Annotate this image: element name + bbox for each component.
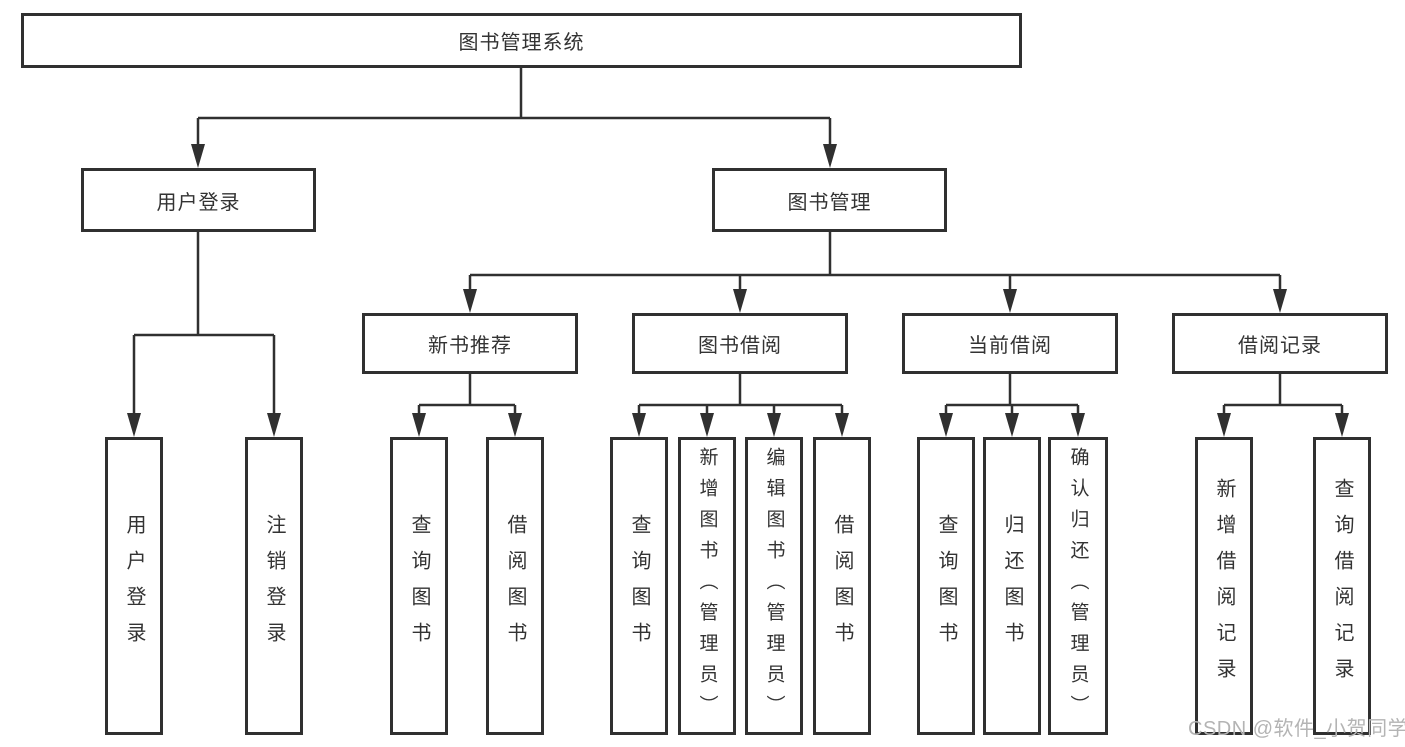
connector-new-book-group bbox=[417, 374, 517, 414]
connector-user-login-group bbox=[132, 232, 276, 414]
connector-current-borrow-group bbox=[944, 374, 1080, 414]
leaf-edit-book-admin-label: 编辑图书（管理员） bbox=[763, 446, 785, 726]
leaf-add-book-admin-label: 新增图书（管理员） bbox=[696, 446, 718, 726]
leaf-query-borrow-record-label: 查询借阅记录 bbox=[1331, 478, 1353, 694]
leaf-user-login-label: 用户登录 bbox=[123, 514, 145, 658]
connector-root bbox=[196, 68, 832, 145]
connector-book-borrow-group bbox=[637, 374, 844, 414]
node-current-borrow-label: 当前借阅 bbox=[968, 335, 1052, 357]
node-user-login-label: 用户登录 bbox=[156, 191, 241, 214]
connector-borrow-records-group bbox=[1222, 374, 1344, 414]
leaf-user-login: 用户登录 bbox=[105, 437, 163, 735]
leaf-confirm-return-admin-label: 确认归还（管理员） bbox=[1067, 446, 1089, 726]
leaf-borrow-books-recommend-label: 借阅图书 bbox=[504, 514, 526, 658]
node-root: 图书管理系统 bbox=[21, 13, 1022, 68]
csdn-watermark: CSDN @软件_小贺同学 bbox=[1188, 718, 1405, 740]
node-new-book-recommend-label: 新书推荐 bbox=[428, 335, 512, 357]
leaf-return-book: 归还图书 bbox=[983, 437, 1041, 735]
node-borrow-records: 借阅记录 bbox=[1172, 313, 1388, 374]
leaf-query-books-recommend-label: 查询图书 bbox=[408, 514, 430, 658]
leaf-query-books-recommend: 查询图书 bbox=[390, 437, 448, 735]
leaf-query-books-current-label: 查询图书 bbox=[935, 514, 957, 658]
node-new-book-recommend: 新书推荐 bbox=[362, 313, 578, 374]
leaf-query-books-current: 查询图书 bbox=[917, 437, 975, 735]
leaf-query-borrow-record: 查询借阅记录 bbox=[1313, 437, 1371, 735]
leaf-logout-label: 注销登录 bbox=[263, 514, 285, 658]
node-root-label: 图书管理系统 bbox=[458, 32, 585, 54]
leaf-logout: 注销登录 bbox=[245, 437, 303, 735]
leaf-return-book-label: 归还图书 bbox=[1001, 514, 1023, 658]
leaf-add-borrow-record: 新增借阅记录 bbox=[1195, 437, 1253, 735]
arrowheads bbox=[127, 144, 1349, 437]
node-current-borrow: 当前借阅 bbox=[902, 313, 1118, 374]
node-book-management-label: 图书管理 bbox=[787, 191, 872, 214]
leaf-borrow-books-borrow-label: 借阅图书 bbox=[831, 514, 853, 658]
leaf-add-book-admin: 新增图书（管理员） bbox=[678, 437, 736, 735]
connector-book-management-group bbox=[468, 232, 1282, 290]
node-book-management: 图书管理 bbox=[712, 168, 947, 232]
node-user-login: 用户登录 bbox=[81, 168, 316, 232]
leaf-query-books-borrow-label: 查询图书 bbox=[628, 514, 650, 658]
node-borrow-records-label: 借阅记录 bbox=[1238, 335, 1322, 357]
node-book-borrow-label: 图书借阅 bbox=[698, 335, 782, 357]
leaf-edit-book-admin: 编辑图书（管理员） bbox=[745, 437, 803, 735]
leaf-borrow-books-recommend: 借阅图书 bbox=[486, 437, 544, 735]
leaf-borrow-books-borrow: 借阅图书 bbox=[813, 437, 871, 735]
leaf-confirm-return-admin: 确认归还（管理员） bbox=[1048, 437, 1108, 735]
leaf-add-borrow-record-label: 新增借阅记录 bbox=[1213, 478, 1235, 694]
node-book-borrow: 图书借阅 bbox=[632, 313, 848, 374]
leaf-query-books-borrow: 查询图书 bbox=[610, 437, 668, 735]
